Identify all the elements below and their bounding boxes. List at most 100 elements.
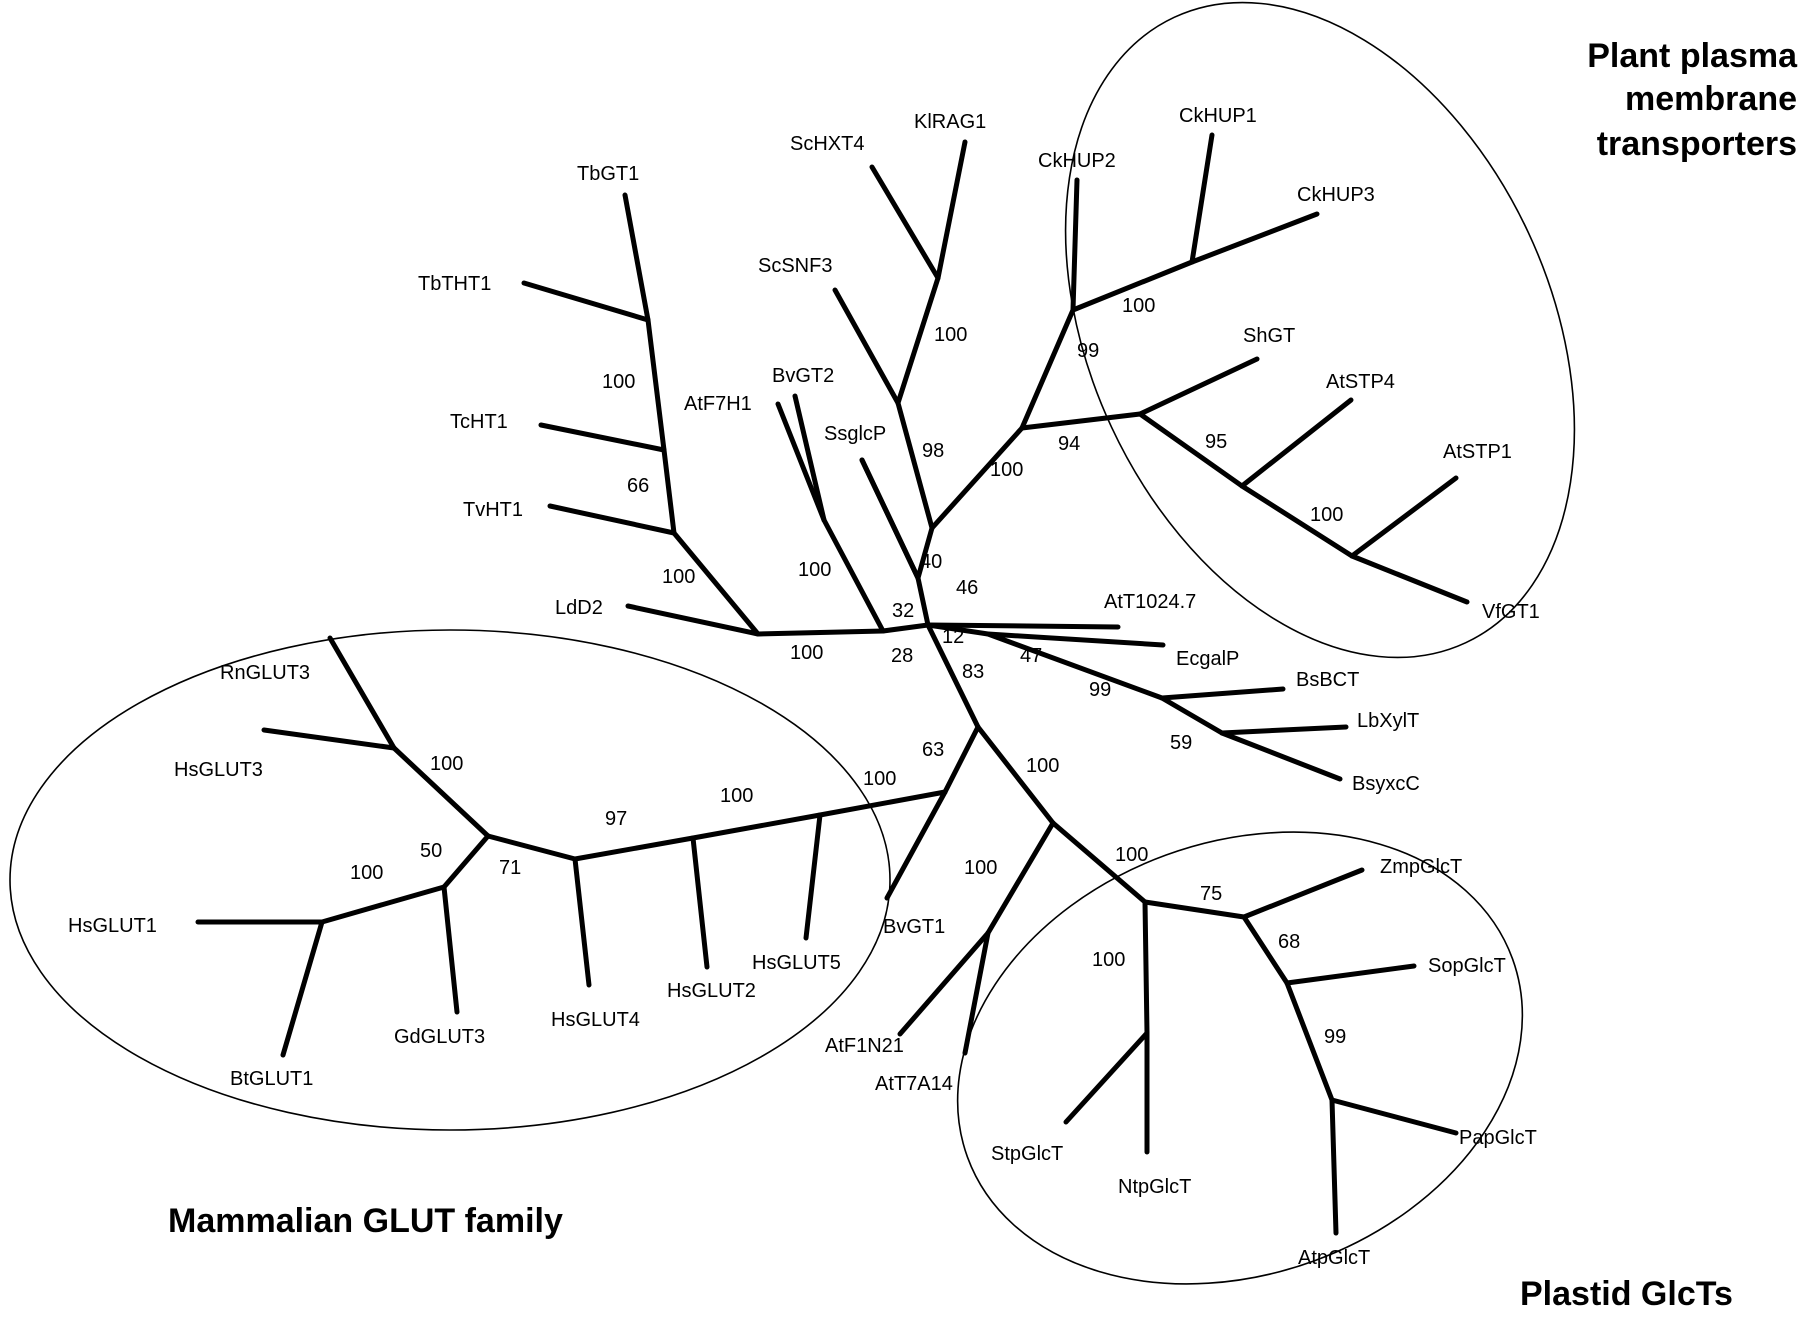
taxon-label: KlRAG1 [914,111,986,133]
branch [869,164,941,281]
taxon-label: CkHUP2 [1038,150,1116,172]
bootstrap-value: 75 [1200,883,1222,905]
taxon-label: TbGT1 [577,163,639,185]
bootstrap-value: 99 [1324,1026,1346,1048]
bootstrap-value: 68 [1278,931,1300,953]
taxon-label: BvGT1 [883,916,945,938]
taxon-label: NtpGlcT [1118,1176,1191,1198]
branch [538,422,667,453]
branch [962,930,991,1056]
taxon-label: PapGlcT [1459,1127,1537,1149]
branch [1050,820,1148,905]
bootstrap-value: 32 [892,600,914,622]
branch [925,622,1121,630]
branch [897,930,991,1037]
branch [775,401,827,523]
branch [895,275,941,406]
taxon-label: BvGT2 [772,365,834,387]
bootstrap-value: 99 [1089,679,1111,701]
taxon-label: AtpGlcT [1298,1247,1370,1269]
branch [817,789,948,818]
branch [925,622,981,730]
taxon-label: AtSTP4 [1326,371,1395,393]
taxon-label: LdD2 [555,597,603,619]
branch [975,724,1056,826]
branch [441,884,460,1015]
branch [441,833,491,890]
branch [1142,899,1150,1036]
taxon-label: TbTHT1 [418,273,491,295]
branch [895,400,935,531]
taxon-label: HsGLUT2 [667,980,756,1002]
taxon-label: ShGT [1243,325,1295,347]
branch [671,530,761,637]
branch [572,835,696,862]
bootstrap-values: 100 98 100 99 100 94 95 100 100 66 100 1… [350,295,1346,1048]
bootstrap-value: 100 [1092,949,1125,971]
branch [942,724,981,795]
tree-branches [195,132,1470,1236]
plant-group-label-line2: membrane [1625,80,1797,118]
branch [661,447,677,536]
branch [880,622,931,634]
bootstrap-value: 63 [922,739,944,761]
branch [485,833,578,862]
branch [327,635,397,751]
bootstrap-value: 50 [420,840,442,862]
bootstrap-value: 100 [1122,295,1155,317]
plant-transporters-outline [1064,1,1576,659]
bootstrap-value: 100 [430,753,463,775]
taxon-label: ScHXT4 [790,133,864,155]
branch [1219,724,1349,736]
branch [1239,397,1354,489]
bootstrap-value: 59 [1170,732,1192,754]
branch [547,503,677,536]
taxon-label: AtSTP1 [1443,441,1512,463]
bootstrap-value: 100 [602,371,635,393]
bootstrap-value: 100 [798,559,831,581]
taxon-label: AtF1N21 [825,1035,904,1057]
bootstrap-value: 47 [1020,645,1042,667]
branch [1349,553,1470,605]
branch [1284,963,1417,986]
taxon-label: ZmpGlcT [1380,856,1462,878]
branch [572,856,592,988]
taxon-label: LbXylT [1357,710,1419,732]
bootstrap-value: 12 [942,626,964,648]
branch [1019,307,1076,431]
taxon-label: ScSNF3 [758,255,832,277]
branch [1159,695,1225,736]
bootstrap-value: 66 [627,475,649,497]
taxon-label: BtGLUT1 [230,1068,313,1090]
branch [1142,899,1247,920]
taxon-label: CkHUP1 [1179,105,1257,127]
bootstrap-value: 100 [1026,755,1059,777]
plant-group-label-line3: transporters [1597,125,1797,163]
branch [1137,411,1245,489]
group-labels: Plant plasma membrane transporters Mamma… [168,37,1798,1313]
branch [261,727,397,751]
branch [1349,475,1459,559]
branch [1241,914,1290,986]
branch [985,631,1165,701]
bootstrap-value: 100 [790,642,823,664]
branch [1239,483,1355,559]
branch [821,517,886,634]
mammalian-glut-outline [9,629,891,1131]
branch [1219,730,1343,782]
taxon-label: EcgalP [1176,648,1239,670]
branch [690,812,823,841]
bootstrap-value: 98 [922,440,944,462]
taxon-label: SsglcP [824,423,886,445]
bootstrap-value: 100 [1115,844,1148,866]
branch [1137,356,1260,417]
branch [1241,867,1365,920]
bootstrap-value: 100 [350,862,383,884]
bootstrap-value: 99 [1077,340,1099,362]
bootstrap-value: 94 [1058,433,1080,455]
branch [929,425,1025,531]
taxon-label: StpGlcT [991,1143,1063,1165]
branch [521,280,651,323]
bootstrap-value: 100 [662,566,695,588]
plastid-glct-outline [956,831,1524,1285]
